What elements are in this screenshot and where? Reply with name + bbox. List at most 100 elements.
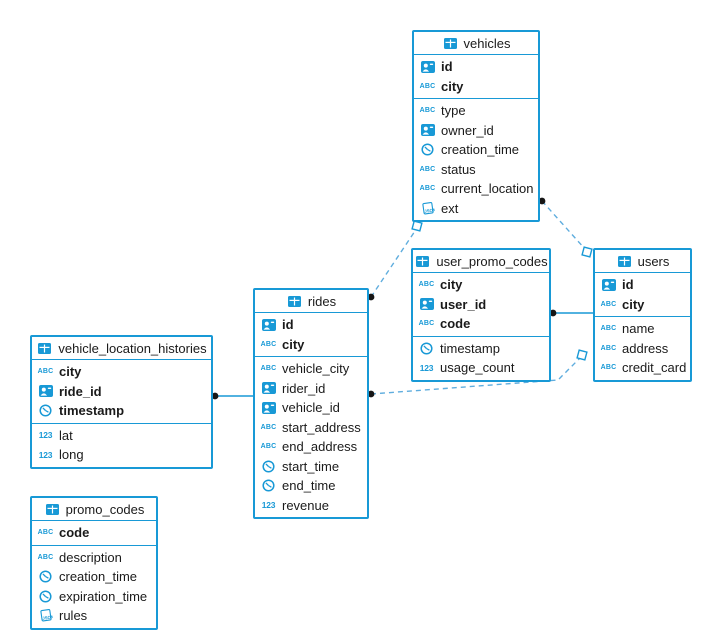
abc-icon: ABC [260,423,277,431]
field-row-creation_time[interactable]: creation_time [414,140,538,160]
field-name: address [622,340,669,356]
relationship-endpoint-marker [411,220,423,232]
field-name: ext [441,200,459,216]
table-header-user_promo_codes[interactable]: user_promo_codes [413,250,549,273]
field-name: long [59,447,84,463]
table-icon [44,503,61,515]
field-name: creation_time [441,142,520,158]
field-name: lat [59,427,73,443]
table-header-rides[interactable]: rides [255,290,367,313]
field-row-ride_id[interactable]: ride_id [32,382,211,402]
table-header-promo_codes[interactable]: promo_codes [32,498,156,521]
number-icon: 123 [261,500,276,510]
field-row-creation_time[interactable]: creation_time [32,567,156,587]
table-header-vehicle_location_histories[interactable]: vehicle_location_histories [32,337,211,360]
field-name: status [441,161,476,177]
svg-text:JSON: JSON [42,614,53,621]
table-icon [414,255,431,267]
field-row-rules[interactable]: JSON rules [32,606,156,626]
field-row-vehicle_id[interactable]: vehicle_id [255,398,367,418]
field-row-credit_card[interactable]: ABC credit_card [595,358,690,378]
field-row-status[interactable]: ABC status [414,160,538,180]
table-header-vehicles[interactable]: vehicles [414,32,538,55]
number-icon: 123 [38,449,53,460]
field-name: id [441,59,453,75]
abc-icon: ABC [419,165,436,173]
field-row-owner_id[interactable]: owner_id [414,121,538,141]
table-icon [286,295,303,307]
table-header-users[interactable]: users [595,250,690,273]
field-row-expiration_time[interactable]: expiration_time [32,587,156,607]
number-icon: 123 [38,430,53,440]
field-row-address[interactable]: ABC address [595,339,690,359]
field-row-id[interactable]: id [414,57,538,77]
abc-icon: ABC [600,344,617,352]
user-icon [600,278,617,291]
clock-icon [37,570,54,583]
field-name: timestamp [440,340,500,356]
field-row-start_time[interactable]: start_time [255,457,367,477]
relationship-line-rides-to-vehicles[interactable] [370,230,416,298]
clock-icon [37,590,54,603]
field-name: creation_time [59,569,138,585]
field-row-city[interactable]: ABC city [413,275,549,295]
field-name: city [440,277,463,293]
field-name: city [622,296,645,312]
field-name: expiration_time [59,588,148,604]
field-name: id [282,317,294,333]
field-row-long[interactable]: 123 long [32,445,211,465]
field-name: end_address [282,439,358,455]
clock-icon [419,143,436,156]
field-name: city [282,336,305,352]
abc-icon: ABC [418,281,435,289]
field-name: credit_card [622,360,687,376]
field-name: rider_id [282,380,326,396]
field-row-timestamp[interactable]: timestamp [32,401,211,421]
field-row-lat[interactable]: 123 lat [32,426,211,446]
field-row-rider_id[interactable]: rider_id [255,379,367,399]
field-name: end_time [282,478,336,494]
field-row-id[interactable]: id [255,315,367,335]
field-row-user_id[interactable]: user_id [413,295,549,315]
relationship-endpoint-marker [576,349,588,361]
field-row-end_time[interactable]: end_time [255,476,367,496]
field-row-id[interactable]: id [595,275,690,295]
abc-icon: ABC [600,364,617,372]
abc-icon: ABC [260,365,277,373]
field-name: rules [59,608,88,624]
abc-icon: ABC [419,107,436,115]
abc-icon: ABC [418,320,435,328]
field-name: timestamp [59,403,125,419]
user-icon [260,382,277,395]
field-name: usage_count [440,360,515,376]
relationship-line-vehicles-to-users[interactable] [541,200,586,250]
field-row-timestamp[interactable]: timestamp [413,339,549,359]
user-icon [37,385,54,398]
abc-icon: ABC [419,82,436,90]
